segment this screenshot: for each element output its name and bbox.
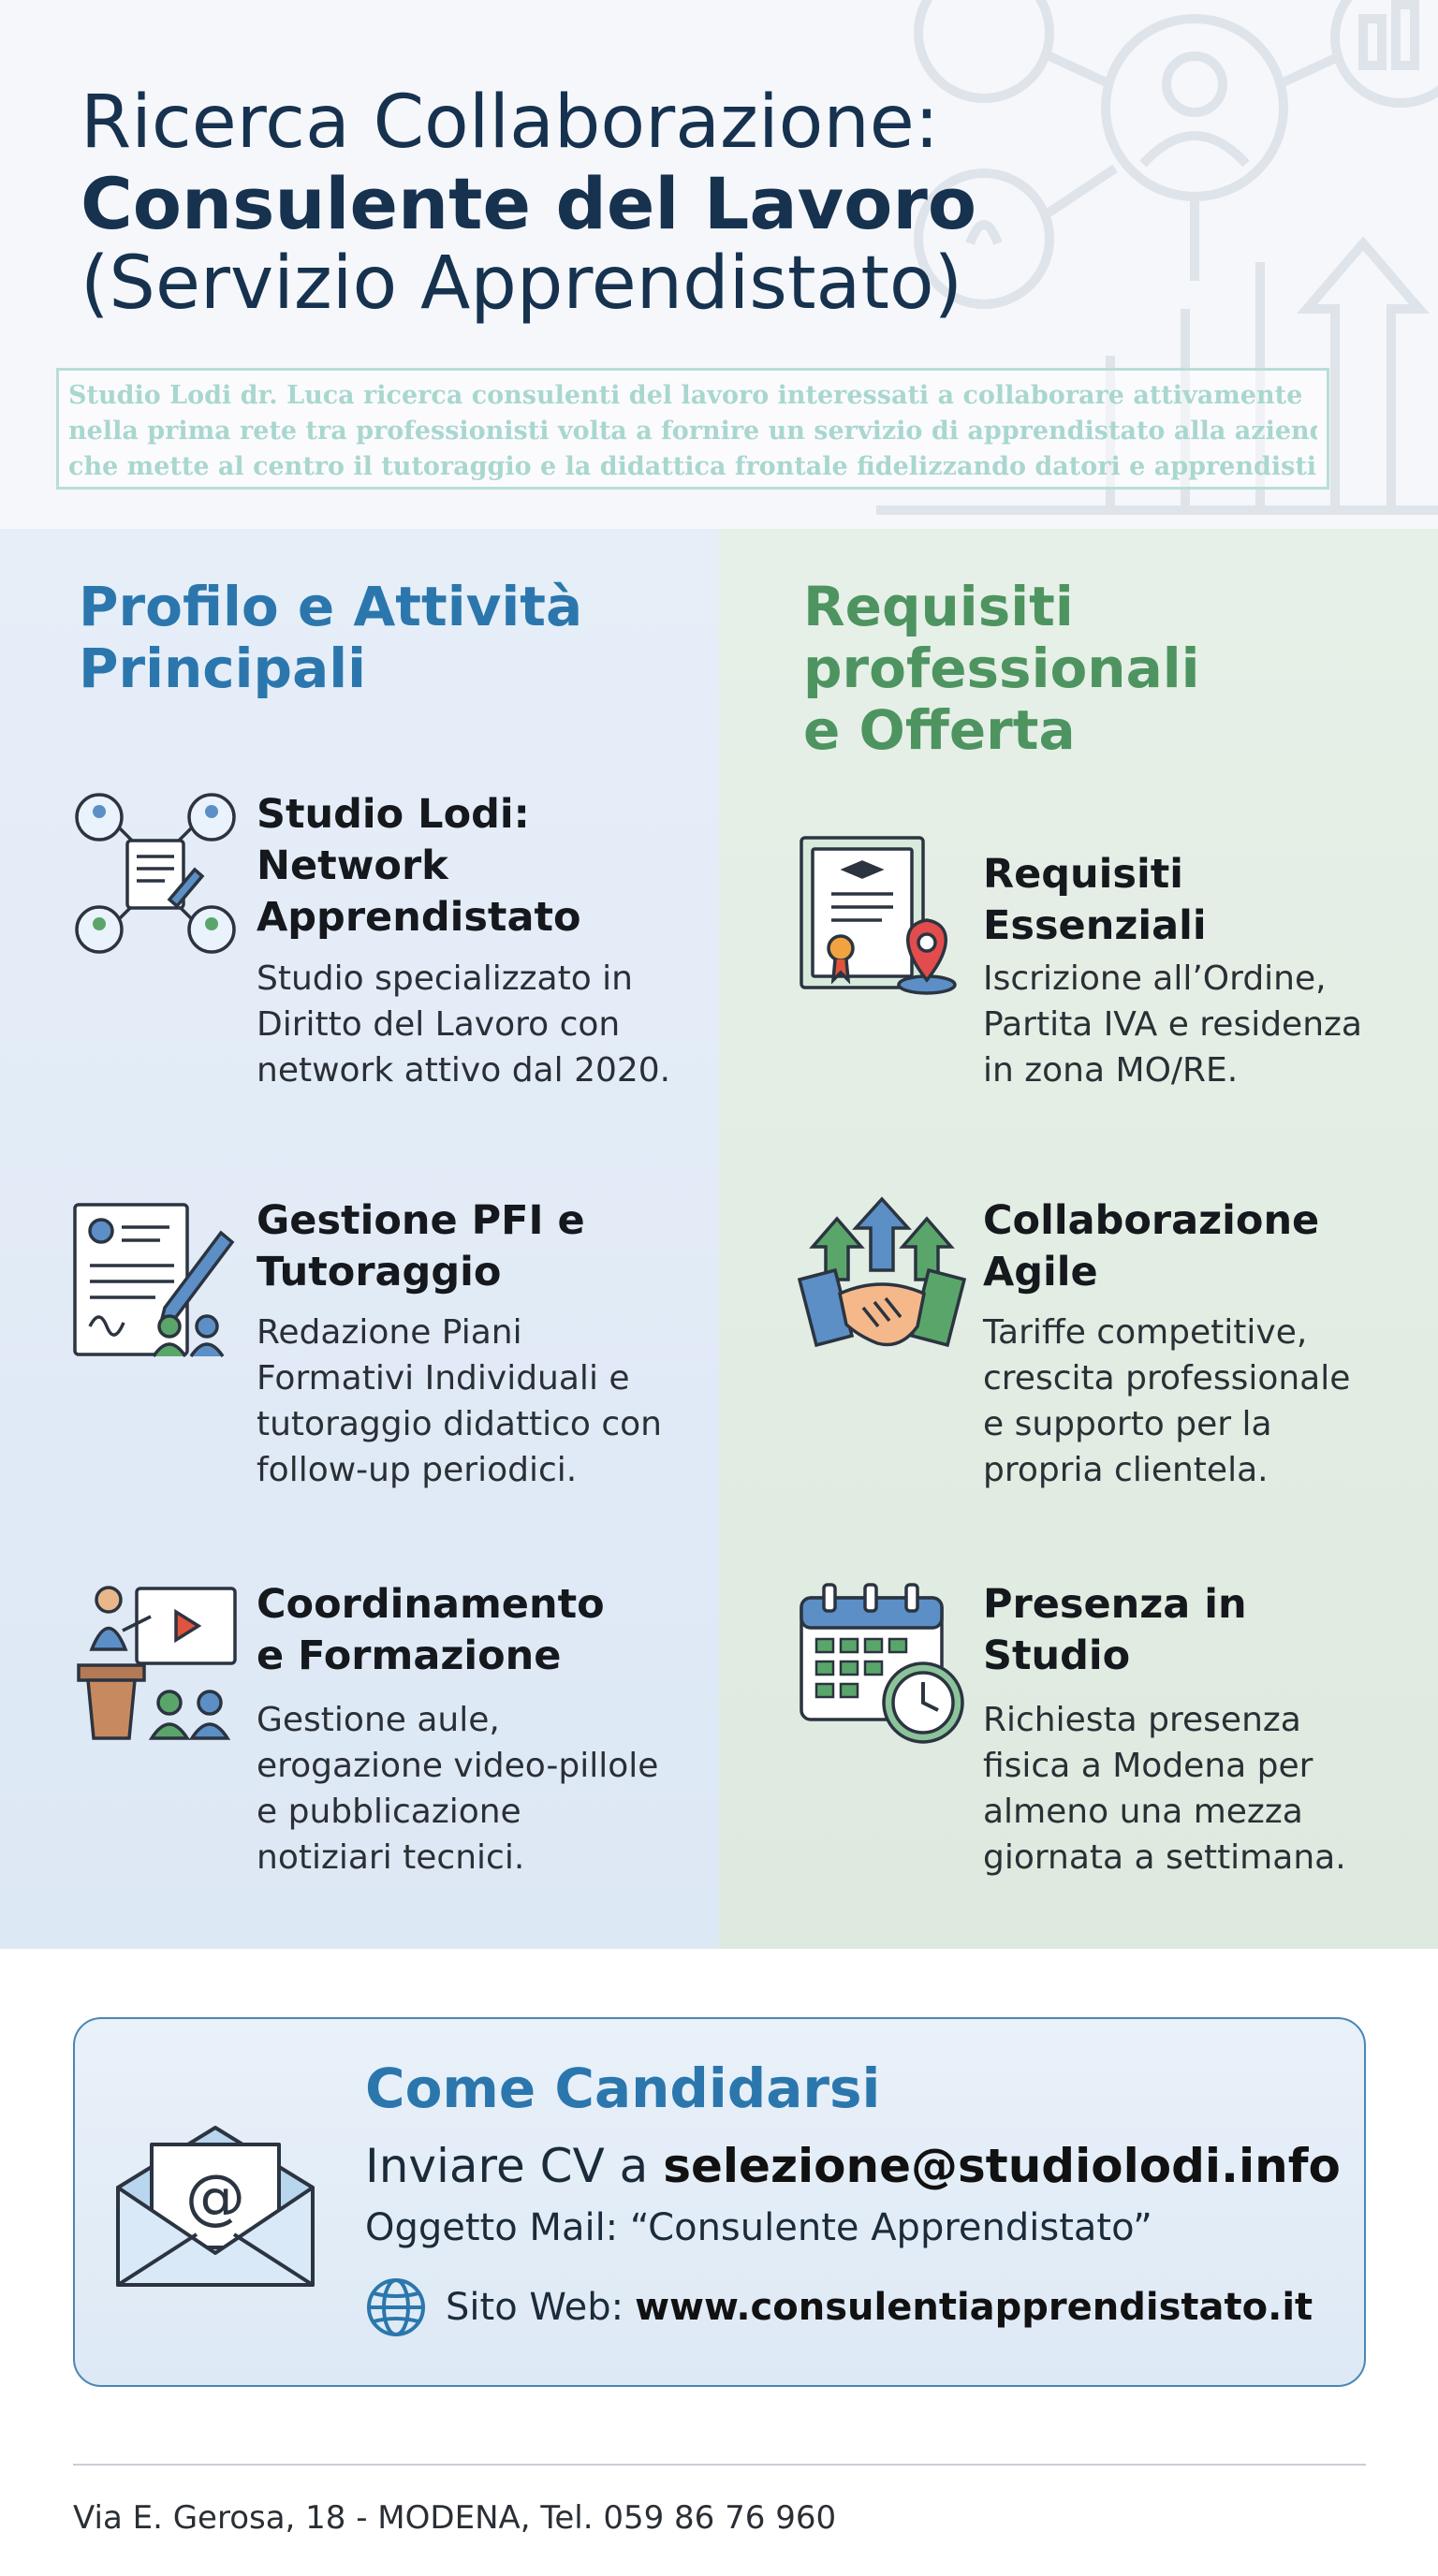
collaboration-heading: Collaborazione Agile: [983, 1197, 1320, 1295]
intro-box: Studio Lodi dr. Luca ricerca consulenti …: [56, 368, 1329, 490]
pfi-description: Redazione Piani Formativi Individuali e …: [257, 1313, 663, 1489]
document-pen-icon: [73, 1203, 235, 1357]
svg-text:@: @: [185, 2163, 245, 2232]
requirements-heading: Requisiti Essenziali: [983, 851, 1207, 949]
apply-email-link[interactable]: selezione@studiolodi.info: [663, 2139, 1341, 2193]
page-title: Ricerca Collaborazione: Consulente del L…: [81, 80, 977, 327]
pfi-heading: Gestione PFI e Tutoraggio: [257, 1197, 585, 1295]
certificate-location-icon: [800, 836, 957, 995]
apply-website-link[interactable]: www.consulentiapprendistato.it: [635, 2286, 1313, 2329]
presence-description: Richiesta presenza fisica a Modena per a…: [983, 1701, 1346, 1877]
apply-website-line: Sito Web:www.consulentiapprendistato.it: [365, 2276, 1313, 2338]
training-heading: Coordinamento e Formazione: [257, 1581, 605, 1679]
collaboration-description: Tariffe competitive, crescita profession…: [983, 1313, 1351, 1489]
footer-address: Via E. Gerosa, 18 - MODENA, Tel. 059 86 …: [73, 2499, 837, 2537]
handshake-growth-icon: [798, 1196, 966, 1348]
training-description: Gestione aule, erogazione video-pillole …: [257, 1701, 659, 1877]
title-line-1: Ricerca Collaborazione:: [81, 80, 940, 165]
apply-title: Come Candidarsi: [365, 2056, 881, 2120]
title-line-3: (Servizio Apprendistato): [81, 242, 963, 327]
requirements-column-title: Requisiti professionali e Offerta: [803, 575, 1200, 762]
intro-line-3: che mette al centro il tutoraggio e la d…: [68, 452, 1317, 481]
header-banner: Ricerca Collaborazione: Consulente del L…: [0, 0, 1438, 529]
footer-divider: [73, 2464, 1366, 2466]
requirements-column: Requisiti professionali e Offerta Requis…: [719, 529, 1438, 1949]
network-document-icon: [75, 793, 236, 954]
requirements-description: Iscrizione all’Ordine, Partita IVA e res…: [983, 959, 1362, 1090]
intro-line-2: nella prima rete tra professionisti volt…: [68, 417, 1317, 446]
network-heading: Studio Lodi: Network Apprendistato: [257, 791, 581, 941]
profile-column: Profilo e Attività Principali Studio Lod…: [0, 529, 719, 1949]
network-description: Studio specializzato in Diritto del Lavo…: [257, 959, 671, 1090]
profile-column-title: Profilo e Attività Principali: [79, 575, 583, 700]
apply-cv-line: Inviare CV a selezione@studiolodi.info: [365, 2139, 1341, 2193]
apply-subject: Oggetto Mail: “Consulente Apprendistato”: [365, 2206, 1152, 2249]
calendar-clock-icon: [800, 1583, 964, 1744]
presence-heading: Presenza in Studio: [983, 1581, 1247, 1679]
title-line-2: Consulente del Lavoro: [81, 162, 977, 246]
intro-line-1: Studio Lodi dr. Luca ricerca consulenti …: [68, 381, 1303, 410]
globe-icon: [367, 2278, 425, 2336]
email-envelope-icon: @: [116, 2126, 315, 2287]
apply-box: @ Come Candidarsi Inviare CV a selezione…: [73, 2017, 1366, 2387]
presentation-icon: [77, 1586, 237, 1740]
